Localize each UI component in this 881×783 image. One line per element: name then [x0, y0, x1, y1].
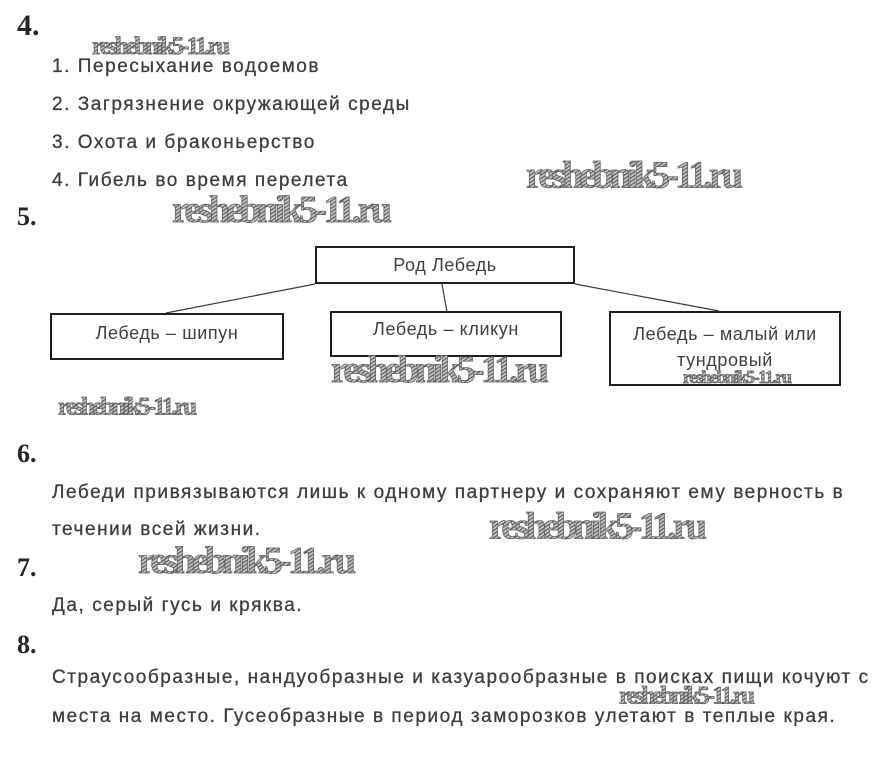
- svg-text:reshebnik5-11.ru: reshebnik5-11.ru: [172, 189, 392, 231]
- svg-text:reshebnik5-11.ru: reshebnik5-11.ru: [58, 393, 197, 420]
- svg-text:reshebnik5-11.ru: reshebnik5-11.ru: [683, 367, 792, 387]
- svg-text:reshebnik5-11.ru: reshebnik5-11.ru: [619, 682, 755, 709]
- svg-text:reshebnik5-11.ru: reshebnik5-11.ru: [526, 155, 743, 197]
- svg-text:reshebnik5-11.ru: reshebnik5-11.ru: [331, 349, 549, 391]
- svg-text:reshebnik5-11.ru: reshebnik5-11.ru: [92, 33, 230, 60]
- svg-text:reshebnik5-11.ru: reshebnik5-11.ru: [489, 506, 707, 548]
- svg-text:reshebnik5-11.ru: reshebnik5-11.ru: [138, 540, 356, 582]
